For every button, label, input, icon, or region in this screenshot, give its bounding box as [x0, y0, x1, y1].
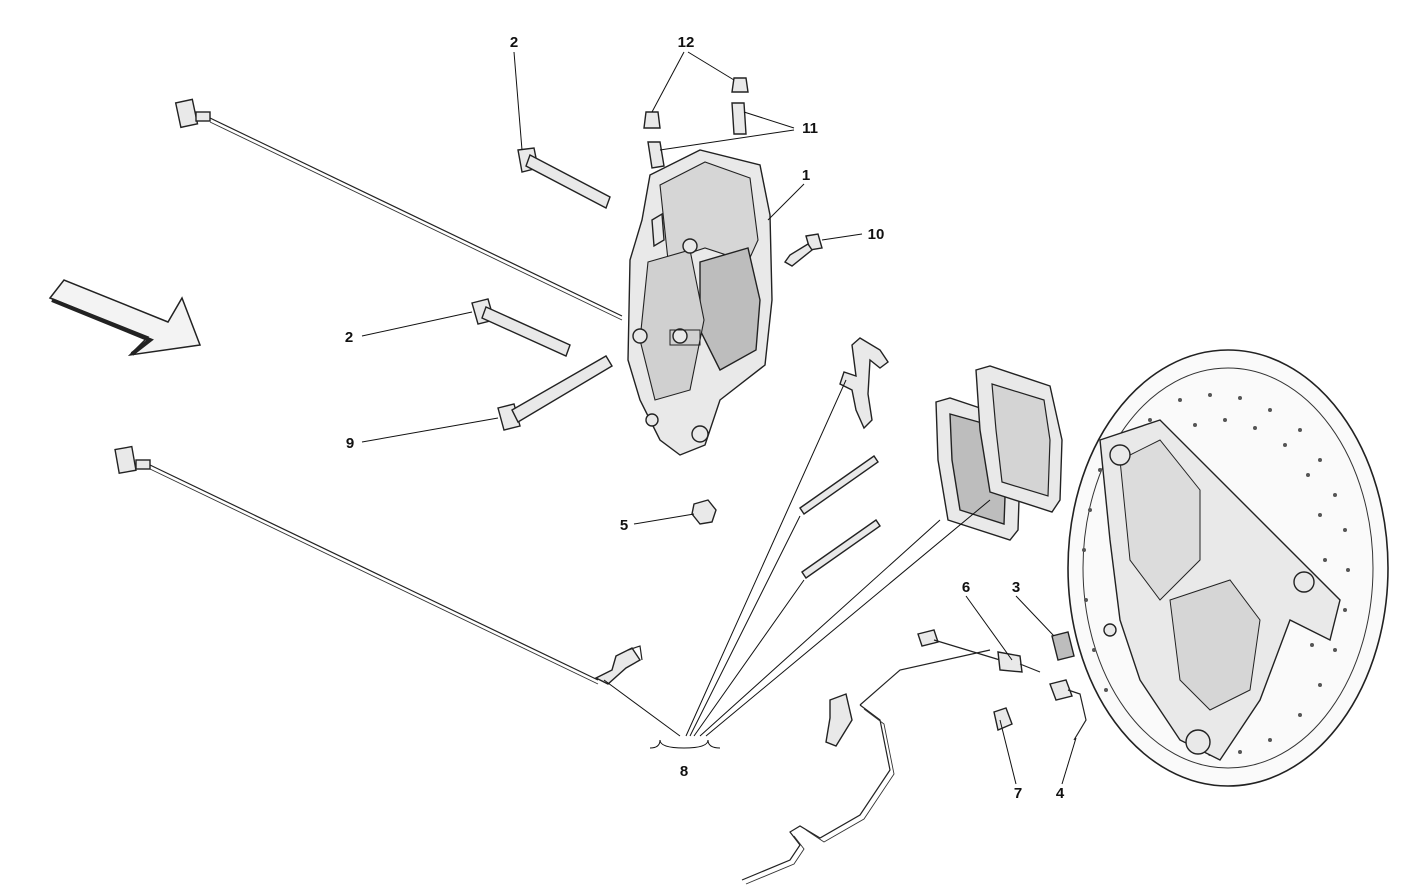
disc-drill-holes — [1082, 393, 1350, 756]
long-bolt — [497, 355, 613, 431]
caliper-bolt-upper — [517, 147, 611, 209]
caliper-screw — [783, 233, 823, 267]
callout-11: 11 — [802, 120, 818, 137]
callout-6: 6 — [962, 579, 970, 596]
leader-lines — [361, 51, 1077, 785]
callout-12: 12 — [678, 34, 695, 51]
callout-10: 10 — [868, 226, 885, 243]
caliper-bolt-lower — [471, 298, 571, 357]
callout-4: 4 — [1056, 785, 1065, 802]
callout-3: 3 — [1012, 579, 1020, 596]
pad-pins — [799, 455, 881, 579]
callout-2-lower: 2 — [345, 329, 353, 346]
brake-caliper — [627, 149, 773, 456]
bleed-screws — [643, 77, 749, 169]
pad-clip — [691, 499, 717, 525]
callout-7: 7 — [1014, 785, 1022, 802]
callout-9: 9 — [346, 435, 354, 452]
brake-hose — [741, 629, 1087, 885]
callout-5: 5 — [620, 517, 628, 534]
callout-2-upper: 2 — [510, 34, 518, 51]
forward-arrow-icon — [48, 279, 202, 357]
brake-pads — [935, 365, 1063, 541]
callout-1: 1 — [802, 167, 810, 184]
lower-sensor-cable — [114, 445, 643, 685]
brake-disc — [1067, 349, 1389, 787]
callout-8: 8 — [680, 763, 688, 780]
anti-rattle-spring — [839, 337, 889, 430]
upper-sensor-cable — [174, 98, 623, 321]
